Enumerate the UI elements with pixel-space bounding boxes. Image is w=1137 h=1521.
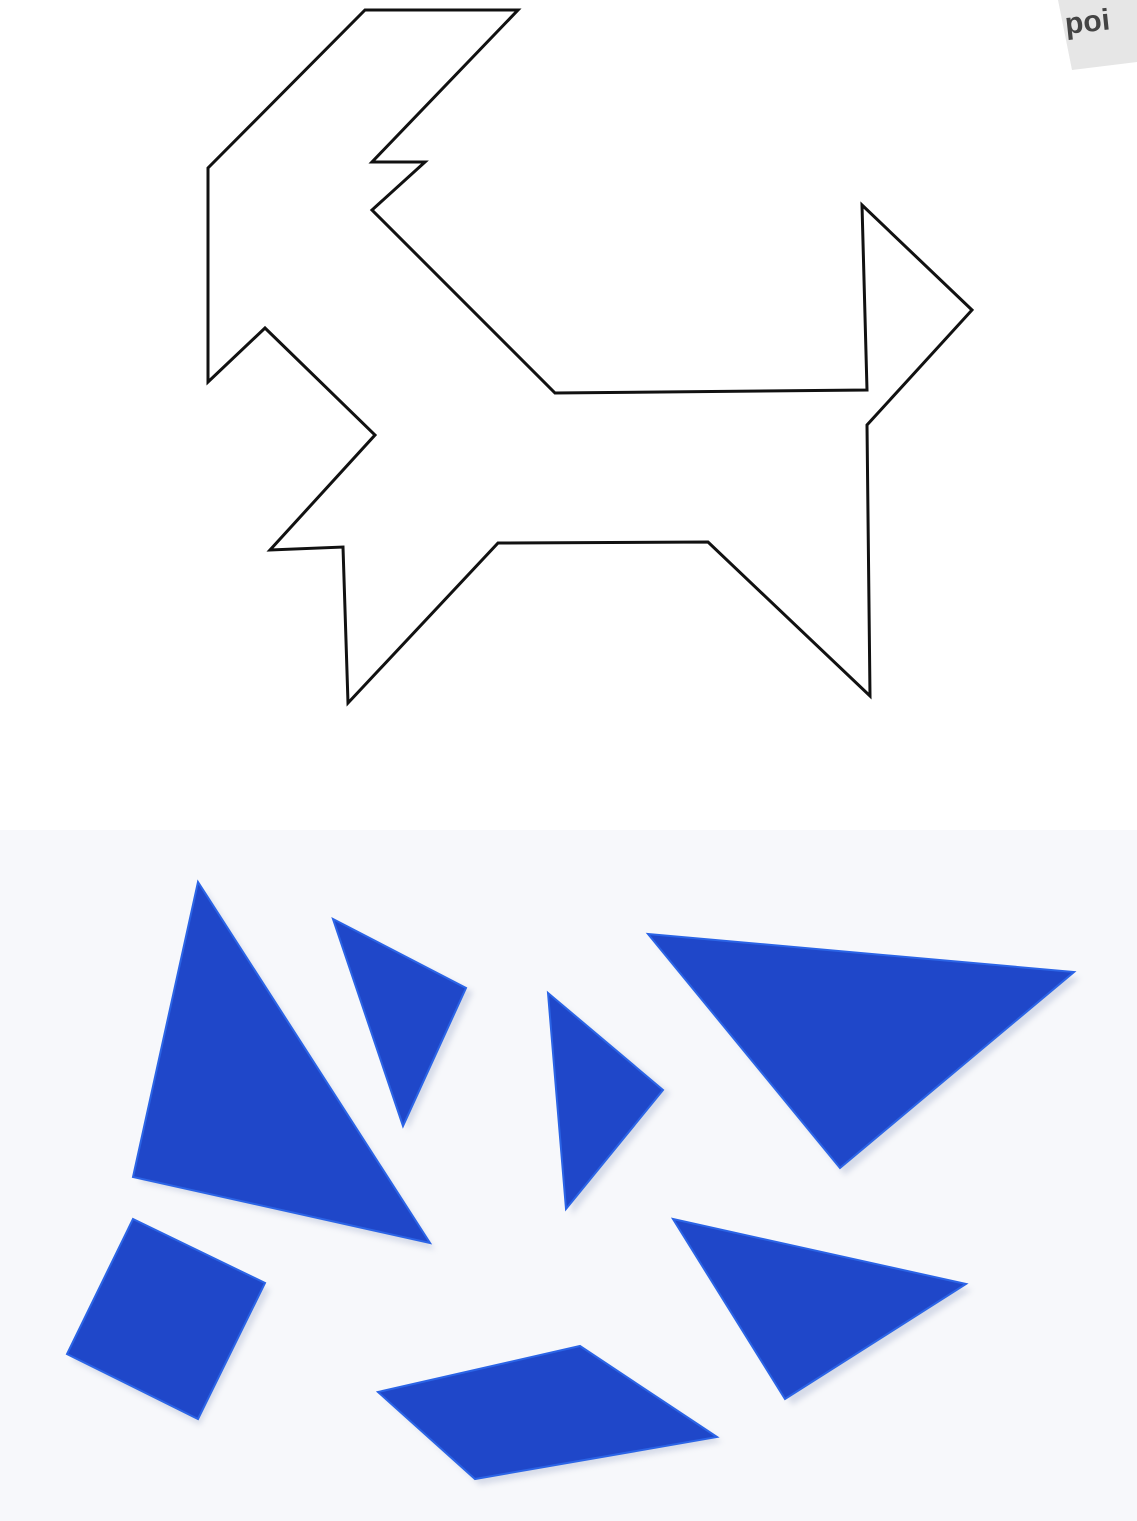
corner-tag-text: poi	[1063, 3, 1111, 41]
